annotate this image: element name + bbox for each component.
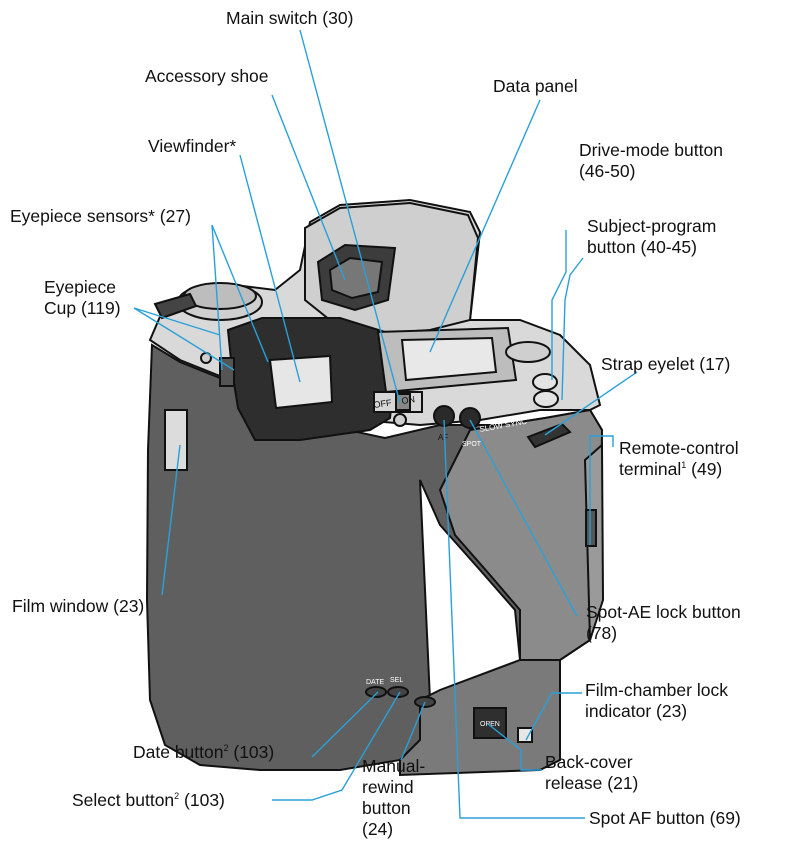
eyepiece-sensor (219, 357, 235, 387)
mark-open: OPEN (480, 721, 500, 728)
subject-program-btn (533, 390, 559, 408)
film-window (164, 409, 188, 471)
leader-spot-ae (469, 419, 578, 617)
drive-mode-btn (532, 373, 558, 391)
viewfinder-window (268, 354, 334, 410)
leader-accessory-shoe (271, 94, 346, 281)
label-film-window: Film window (23) (12, 596, 145, 616)
leader-main-switch (299, 29, 401, 404)
back-cover-release (473, 707, 507, 739)
sel-btn (387, 686, 409, 698)
label-strap-eyelet: Strap eyelet (17) (601, 354, 731, 374)
spot-button (459, 407, 481, 429)
date-btn (365, 686, 387, 698)
mark-date: DATE (366, 679, 384, 686)
label-data-panel: Data panel (493, 76, 578, 96)
control-dial (505, 341, 551, 363)
label-viewfinder: Viewfinder* (148, 136, 237, 156)
leader-chamber (525, 692, 582, 741)
leader-select (272, 691, 401, 801)
label-drive-mode: Drive-mode button(46-50) (579, 140, 723, 181)
mark-off: OFF (373, 398, 393, 410)
leader-data-panel (429, 99, 541, 353)
leader-eyepiece-sensors-b (211, 224, 269, 363)
leader-remote (589, 435, 614, 545)
label-select: Select button2 (103) (72, 790, 225, 810)
chamber-indicator (517, 727, 533, 743)
mark-sel: SEL (390, 677, 403, 684)
leader-viewfinder (239, 154, 301, 383)
mark-on: ON (401, 394, 416, 406)
label-spot-ae: Spot-AE lock button(78) (586, 602, 741, 643)
leader-strap-eyelet (544, 371, 638, 436)
mark-af: AF (438, 433, 448, 442)
left-strap-lug (153, 292, 198, 320)
leader-eyepiece-sensors-a (211, 224, 223, 371)
leader-eyepiece-cup-a (133, 307, 235, 371)
leader-date (311, 691, 379, 758)
leader-lines (133, 29, 638, 819)
label-accessory-shoe: Accessory shoe (145, 66, 269, 86)
leader-back-cover (487, 723, 542, 771)
mark-spot: SPOT (462, 441, 482, 448)
leader-film-window (161, 444, 181, 596)
lcd-screen (400, 336, 498, 382)
label-main-switch: Main switch (30) (226, 8, 354, 28)
label-spot-af: Spot AF button (69) (589, 808, 741, 828)
leader-manual-rewind (400, 701, 426, 761)
leader-drive-mode (551, 230, 567, 380)
leader-subject-program (561, 257, 584, 401)
remote-terminal-port (585, 509, 597, 547)
strap-eyelet (526, 422, 572, 449)
leader-eyepiece-cup-b (133, 307, 221, 336)
leader-spot-af (443, 419, 585, 819)
label-date: Date button2 (103) (133, 742, 275, 762)
label-eyepiece-sensors: Eyepiece sensors* (27) (10, 206, 191, 226)
